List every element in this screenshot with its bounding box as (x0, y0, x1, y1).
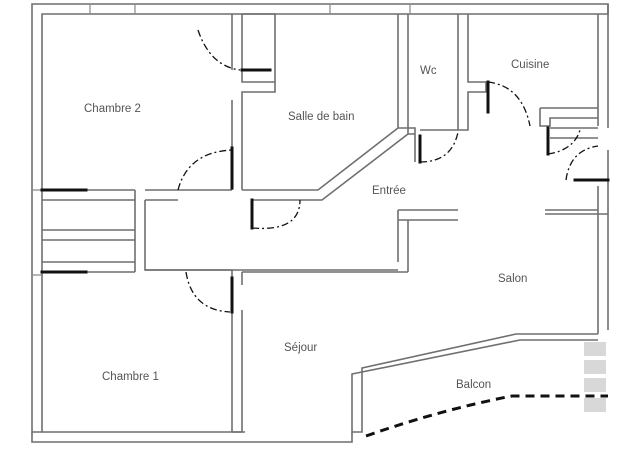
interior-walls (42, 13, 598, 433)
label-cuisine: Cuisine (511, 59, 549, 71)
label-chambre-1: Chambre 1 (102, 371, 159, 383)
label-salle-de-bain: Salle de bain (288, 111, 355, 123)
label-chambre-2: Chambre 2 (84, 103, 141, 115)
label-sejour: Séjour (284, 342, 317, 354)
balcony-edge (365, 394, 608, 438)
label-entree: Entrée (372, 185, 406, 197)
room-labels: Chambre 2 Salle de bain Wc Cuisine Entré… (84, 59, 549, 391)
label-salon: Salon (498, 273, 527, 285)
watermark (584, 342, 606, 412)
label-balcon: Balcon (456, 379, 491, 391)
label-wc: Wc (420, 65, 437, 77)
doors (40, 29, 610, 314)
outer-walls (31, 3, 609, 443)
